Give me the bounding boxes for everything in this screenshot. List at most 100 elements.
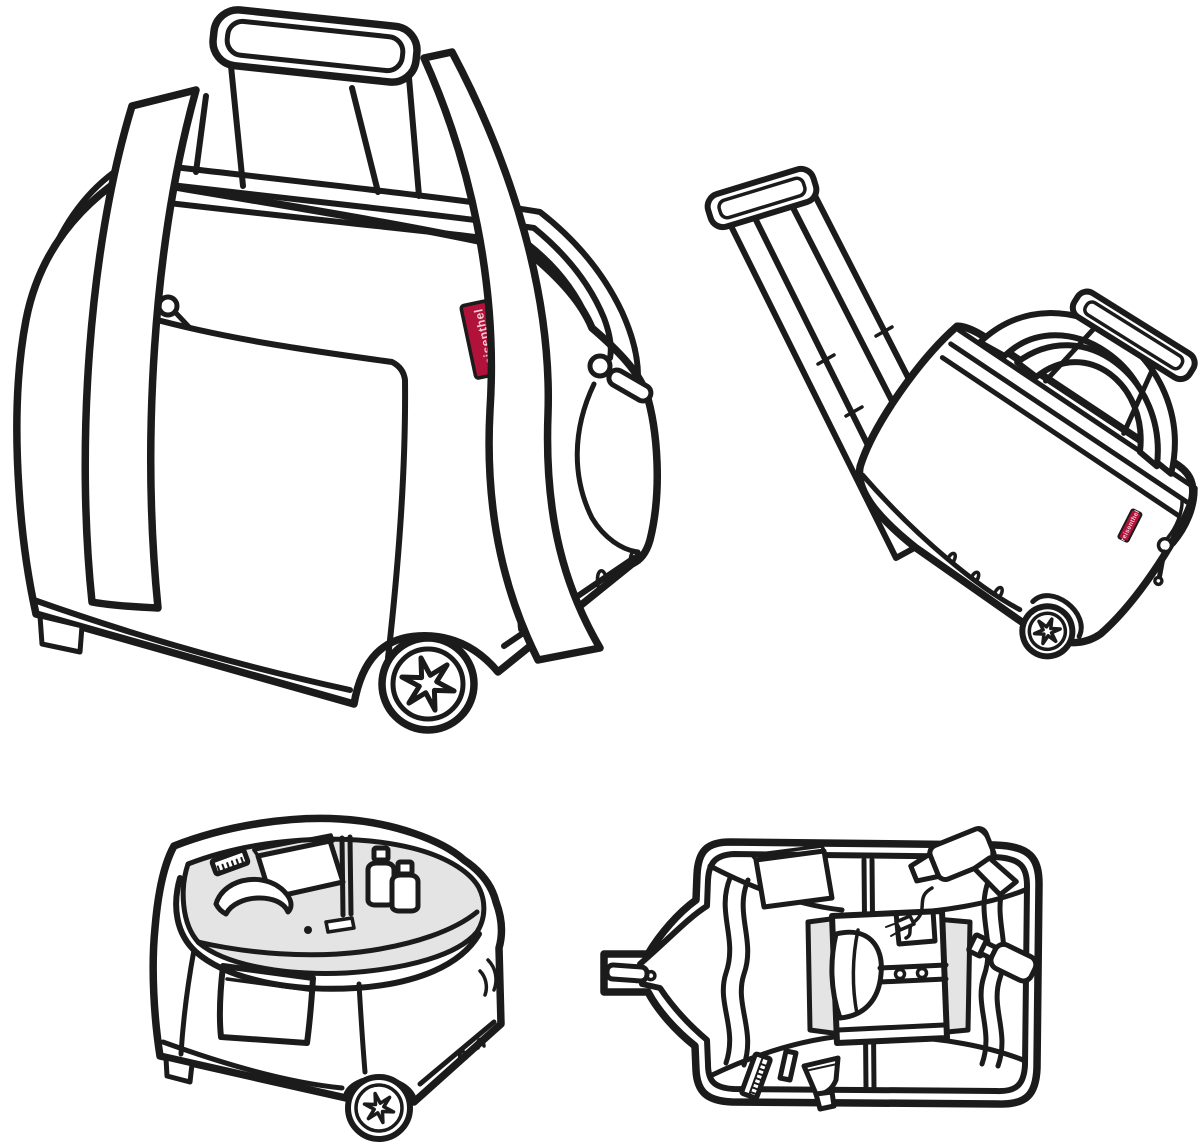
rail: [123, 195, 591, 323]
rail: [948, 341, 1190, 505]
collar-fold-line: [851, 928, 860, 1016]
divider-line: [347, 834, 354, 917]
carry-strap-front: [976, 310, 1178, 477]
power-plug: [885, 914, 916, 937]
tilted-bag: reisenthel: [855, 288, 1198, 660]
base-edge-right: [417, 1019, 497, 1087]
ridge: [457, 1049, 468, 1062]
window-line: [405, 63, 422, 199]
folded-shirt: [805, 908, 973, 1046]
wheel-housing: [1030, 593, 1084, 639]
toothpaste-tube: [801, 1055, 841, 1112]
zipper-ring: [587, 353, 613, 379]
comb-teeth: [750, 1063, 769, 1096]
wheel-rim: [354, 1083, 404, 1133]
grip-outer: [704, 165, 820, 231]
side-pleats: [478, 958, 498, 997]
rear-handle-window: [193, 63, 422, 199]
hair-dryer: [885, 825, 1019, 940]
window-line: [193, 93, 209, 175]
plug-prong: [885, 923, 895, 928]
pleat: [486, 958, 498, 992]
bottle-body: [389, 872, 421, 914]
ridge: [969, 570, 981, 582]
fold: [707, 1033, 845, 1079]
front-seam-left: [178, 947, 197, 1057]
front-pocket: [216, 963, 316, 1046]
shirt-button: [915, 966, 929, 980]
rail: [125, 177, 614, 361]
left-carry-strap: [81, 86, 200, 612]
shirt-hem-fold: [835, 1022, 947, 1033]
small-card: [324, 916, 356, 934]
zipper-tab: [604, 962, 657, 984]
book: [750, 844, 835, 910]
joint-tick: [874, 325, 894, 338]
zipper-pull: [1156, 549, 1167, 581]
placket-line: [877, 976, 949, 985]
carry-handle-grip: [1069, 288, 1198, 383]
plug-body: [894, 914, 916, 932]
front-view-drawing: reisenthel: [13, 6, 661, 734]
bottles: [365, 845, 421, 914]
trolley-view-drawing: reisenthel: [704, 165, 1198, 660]
tube-crimp: [804, 1063, 838, 1072]
ridge: [992, 585, 1004, 597]
front-seam-right: [356, 981, 368, 1075]
gathered-fabric-left: [720, 875, 751, 1068]
foot-pad: [37, 613, 85, 655]
grip-inner: [224, 18, 406, 74]
book-spine-edge: [750, 853, 758, 862]
pen: [777, 1048, 799, 1083]
rivet-dot: [304, 926, 312, 934]
pen-tip: [782, 1076, 788, 1082]
grip-inner: [717, 176, 807, 220]
window-line: [349, 85, 381, 195]
notebook-spine: [252, 833, 335, 852]
ridge: [475, 1037, 486, 1050]
gather-line: [720, 875, 733, 1066]
comb-spine: [748, 1057, 764, 1095]
base-edge: [860, 472, 1023, 613]
joint-tick: [844, 405, 864, 418]
dryer-handle: [971, 855, 1019, 898]
bottle: [389, 859, 421, 914]
joint-tick: [816, 353, 836, 366]
rear-handle-window: [1043, 323, 1158, 436]
base-edge-left: [160, 1039, 345, 1091]
grip-outer: [1069, 288, 1198, 383]
wheel: [345, 1074, 413, 1142]
ridge: [945, 551, 957, 563]
wheel: [378, 634, 478, 734]
zipper-pull-eye: [645, 969, 657, 982]
book-cover: [753, 848, 835, 910]
placket-line: [877, 962, 949, 971]
loop-tail: [172, 309, 193, 331]
hairbrush: [213, 876, 294, 917]
wheel: [1019, 593, 1084, 660]
zipper-flap-crease: [574, 381, 641, 555]
frame-rails: [123, 159, 641, 379]
zipper-pull: [604, 962, 650, 984]
interior-view-drawing: [149, 814, 506, 1142]
right-carry-strap: [420, 48, 604, 664]
ridge: [595, 569, 609, 588]
gather-line: [738, 877, 751, 1068]
wheel-star: [399, 655, 457, 713]
shirt-collar: [829, 929, 884, 1021]
notebook-spine-edge: [252, 848, 260, 858]
bottle: [966, 932, 1039, 984]
gather-line: [978, 879, 991, 1067]
top-view-drawing: [600, 825, 1043, 1112]
frame-end-cap-inner: [1166, 498, 1184, 540]
gather-line: [994, 881, 1007, 1069]
plug-prong: [890, 931, 899, 937]
pleat: [478, 969, 489, 997]
tube-cap: [813, 1089, 837, 1112]
bottle-body: [988, 941, 1039, 984]
rail: [939, 355, 1181, 519]
shirt-button: [893, 967, 907, 981]
wheel-rim: [1027, 611, 1068, 652]
grip-outer: [209, 6, 421, 86]
pocket-flap-line: [225, 977, 311, 992]
